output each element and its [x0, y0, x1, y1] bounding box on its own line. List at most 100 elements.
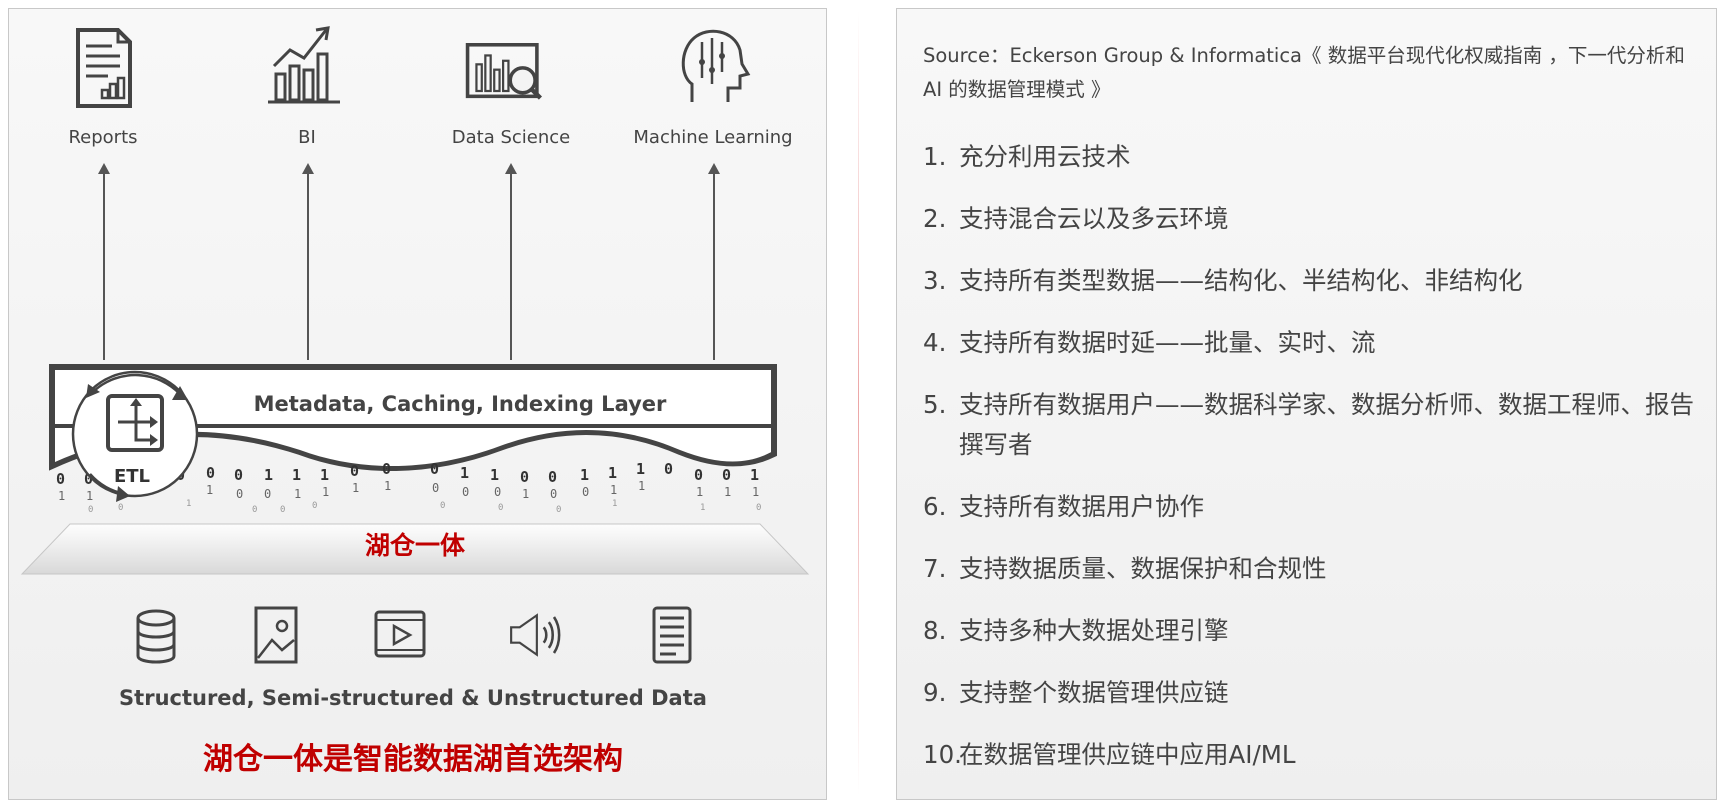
- item-number: 2.: [923, 204, 947, 233]
- lakehouse-label: 湖仓一体: [364, 531, 465, 560]
- consumer-label: Reports: [68, 127, 138, 148]
- svg-text:1: 1: [58, 489, 65, 503]
- list-item: 6. 支持所有数据用户协作: [923, 487, 1713, 527]
- svg-text:0: 0: [234, 466, 243, 484]
- bar-chart-trend-icon: [268, 26, 340, 104]
- svg-text:1: 1: [608, 464, 617, 482]
- svg-text:1: 1: [610, 483, 617, 497]
- svg-text:0: 0: [582, 485, 589, 499]
- item-number: 5.: [923, 390, 947, 419]
- arrow-line: [103, 172, 105, 360]
- text-document-icon: [652, 606, 692, 664]
- item-number: 7.: [923, 554, 947, 583]
- svg-text:0: 0: [312, 501, 317, 511]
- svg-text:0: 0: [462, 485, 469, 499]
- item-text: 支持整个数据管理供应链: [959, 678, 1229, 707]
- svg-text:0: 0: [280, 505, 285, 515]
- item-text: 支持数据质量、数据保护和合规性: [959, 554, 1327, 583]
- svg-text:0: 0: [252, 505, 257, 515]
- list-item: 10. 在数据管理供应链中应用AI/ML: [923, 735, 1713, 775]
- svg-text:0: 0: [118, 503, 123, 513]
- binary-stream: 000 001 110 001 100 111 000 1: [56, 460, 759, 488]
- lakehouse-structure: 000 001 110 001 100 111 000 1 111 001 11…: [20, 364, 810, 575]
- svg-text:0: 0: [430, 460, 439, 478]
- data-sources-label: Structured, Semi-structured & Unstructur…: [119, 686, 707, 710]
- chart-magnifier-icon: [465, 42, 543, 100]
- svg-text:1: 1: [352, 481, 359, 495]
- svg-text:0: 0: [84, 470, 93, 488]
- list-item: 9. 支持整个数据管理供应链: [923, 673, 1713, 713]
- arrow-line: [713, 172, 715, 360]
- panel-divider: [858, 10, 859, 796]
- svg-text:0: 0: [664, 460, 673, 478]
- item-text: 支持所有数据用户协作: [959, 492, 1204, 521]
- arrow-line: [307, 172, 309, 360]
- etl-label: ETL: [113, 466, 151, 487]
- list-item: 3. 支持所有类型数据——结构化、半结构化、非结构化: [923, 261, 1713, 301]
- requirements-panel: Source：Eckerson Group & Informatica《 数据平…: [896, 8, 1717, 800]
- item-text: 支持所有数据用户——数据科学家、数据分析师、数据工程师、报告撰写者: [959, 390, 1694, 459]
- list-item: 4. 支持所有数据时延——批量、实时、流: [923, 323, 1713, 363]
- svg-text:0: 0: [206, 464, 215, 482]
- svg-text:0: 0: [494, 485, 501, 499]
- image-icon: [254, 606, 298, 664]
- item-text: 支持所有类型数据——结构化、半结构化、非结构化: [959, 266, 1523, 295]
- svg-text:1: 1: [186, 499, 191, 509]
- svg-text:0: 0: [556, 505, 561, 515]
- list-item: 1. 充分利用云技术: [923, 137, 1713, 177]
- etl-process-icon: [106, 394, 164, 452]
- svg-text:1: 1: [292, 466, 301, 484]
- item-number: 8.: [923, 616, 947, 645]
- list-item: 7. 支持数据质量、数据保护和合规性: [923, 549, 1713, 589]
- svg-text:0: 0: [550, 487, 557, 501]
- svg-text:1: 1: [460, 464, 469, 482]
- consumer-label: Machine Learning: [633, 127, 793, 148]
- svg-text:1: 1: [86, 489, 93, 503]
- svg-text:0: 0: [432, 481, 439, 495]
- item-text: 支持混合云以及多云环境: [959, 204, 1229, 233]
- svg-text:0: 0: [236, 487, 243, 501]
- ai-head-icon: [681, 29, 751, 102]
- source-citation: Source：Eckerson Group & Informatica《 数据平…: [923, 44, 1685, 101]
- svg-text:0: 0: [440, 501, 445, 511]
- item-number: 6.: [923, 492, 947, 521]
- arrow-head: [505, 163, 517, 174]
- list-item: 8. 支持多种大数据处理引擎: [923, 611, 1713, 651]
- item-number: 4.: [923, 328, 947, 357]
- item-text: 支持所有数据时延——批量、实时、流: [959, 328, 1376, 357]
- svg-text:0: 0: [88, 505, 93, 515]
- svg-text:0: 0: [350, 462, 359, 480]
- arrow-head: [302, 163, 314, 174]
- svg-text:1: 1: [638, 479, 645, 493]
- svg-text:1: 1: [384, 479, 391, 493]
- svg-text:1: 1: [752, 485, 759, 499]
- database-icon: [136, 609, 176, 664]
- svg-text:1: 1: [612, 499, 617, 509]
- svg-text:0: 0: [264, 487, 271, 501]
- video-icon: [374, 610, 426, 658]
- item-number: 3.: [923, 266, 947, 295]
- svg-text:1: 1: [322, 485, 329, 499]
- svg-text:0: 0: [382, 460, 391, 478]
- svg-text:1: 1: [522, 487, 529, 501]
- item-number: 10.: [923, 740, 962, 769]
- report-document-icon: [76, 28, 132, 108]
- svg-text:0: 0: [694, 466, 703, 484]
- svg-text:1: 1: [490, 466, 499, 484]
- svg-text:1: 1: [580, 466, 589, 484]
- audio-icon: [510, 613, 561, 657]
- svg-text:1: 1: [700, 503, 705, 513]
- svg-text:1: 1: [750, 466, 759, 484]
- item-number: 9.: [923, 678, 947, 707]
- svg-text:1: 1: [636, 460, 645, 478]
- svg-text:1: 1: [320, 466, 329, 484]
- svg-text:1: 1: [206, 483, 213, 497]
- svg-text:0: 0: [56, 470, 65, 488]
- consumer-label: BI: [298, 127, 316, 148]
- arrow-head: [708, 163, 720, 174]
- metadata-layer-label: Metadata, Caching, Indexing Layer: [253, 392, 667, 416]
- item-text: 支持多种大数据处理引擎: [959, 616, 1229, 645]
- list-item: 5. 支持所有数据用户——数据科学家、数据分析师、数据工程师、报告撰写者: [923, 385, 1713, 465]
- svg-text:0: 0: [548, 468, 557, 486]
